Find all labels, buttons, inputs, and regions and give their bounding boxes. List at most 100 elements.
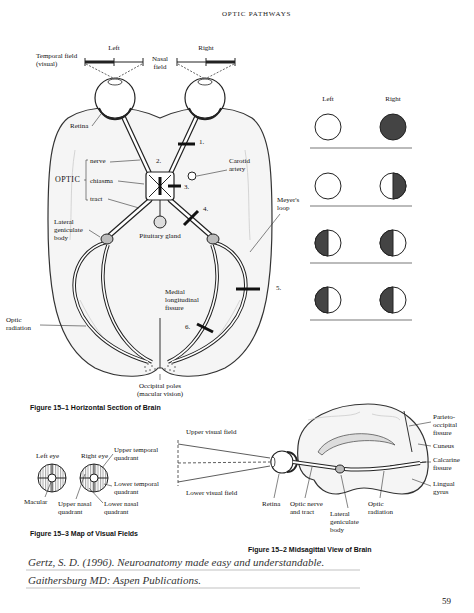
- leader-line: [418, 444, 431, 446]
- visual-field-bars: [205, 64, 234, 79]
- visual-field-map: [48, 474, 56, 482]
- leader-line: [409, 422, 431, 426]
- eyeball: [198, 79, 212, 85]
- field-defect-circles: [315, 173, 341, 199]
- optic-pathway-band: [344, 463, 420, 470]
- brain-structures: [147, 363, 149, 365]
- field-defect-circles: [315, 230, 328, 256]
- visual-field-rays: [178, 440, 270, 486]
- side-label: Right: [382, 95, 404, 103]
- quadrant-label: Macular: [24, 498, 47, 506]
- optic-pathway-band: [293, 462, 420, 470]
- optic-radiation-band: [74, 242, 148, 362]
- brain-structures: [167, 365, 169, 367]
- structure-label: Parieto-occipital fissure: [433, 413, 471, 437]
- optic-pathway-band: [293, 462, 336, 468]
- leader-line: [422, 462, 431, 463]
- midsagittal-brain: [271, 404, 428, 494]
- brain-structures: [169, 369, 171, 371]
- brain-structures: [174, 366, 176, 368]
- brain-structures: [154, 216, 166, 228]
- structure-label: Carotid artery: [229, 157, 265, 173]
- leader-line: [40, 114, 280, 380]
- brain-structures: [207, 234, 219, 244]
- structure-label: Optic nerve and tract: [290, 500, 324, 516]
- brain-structures: [171, 363, 173, 365]
- field-defect-circles: [315, 230, 341, 256]
- structure-label: Optic radiation: [6, 316, 42, 332]
- structure-label: Optic radiation: [368, 500, 408, 516]
- leader-line: [104, 484, 112, 486]
- visual-field-map: [38, 464, 66, 492]
- lesion-marker: [159, 177, 162, 195]
- field-defect-circles: [380, 114, 406, 140]
- brain-structures: [336, 465, 345, 473]
- leader-line: [84, 160, 88, 200]
- lesion-marker: [168, 185, 181, 188]
- handwritten-citation: Gertz, S. D. (1996). Neuroanatomy made e…: [28, 556, 324, 569]
- callout-number: 2.: [156, 157, 161, 165]
- structure-label: Medial longitudinal fissure: [165, 288, 209, 312]
- structure-label: chiasma: [90, 177, 113, 185]
- visual-field-map: [90, 474, 98, 482]
- running-header: OPTIC PATHWAYS: [222, 10, 291, 18]
- structure-label: Lingual gyrus: [433, 480, 471, 496]
- brain-structures: [151, 365, 153, 367]
- midsagittal-brain: [318, 434, 395, 455]
- structure-label: OPTIC: [55, 176, 80, 184]
- page-number: 59: [442, 596, 451, 606]
- midsagittal-brain: [298, 404, 429, 494]
- field-defect-circles: [310, 147, 412, 149]
- handwritten-citation: Gaithersburg MD: Aspen Publications.: [28, 574, 201, 587]
- structure-label: Calcarine fissure: [433, 456, 471, 472]
- leader-line: [380, 471, 384, 498]
- optic-pathway-band: [123, 116, 149, 172]
- visual-field-rays: [178, 466, 270, 482]
- optic-pathway-band: [170, 200, 210, 235]
- brain-structures: [149, 369, 151, 371]
- visual-field-bars: [115, 64, 142, 79]
- field-label: Upper visual field: [186, 428, 237, 436]
- midsagittal-brain: [271, 451, 293, 473]
- field-defect-circles: [315, 114, 341, 140]
- callout-number: 5.: [276, 284, 281, 292]
- field-defect-circles: [315, 287, 328, 313]
- visual-field-bars: [178, 64, 205, 79]
- brain-structures: [101, 234, 113, 244]
- optic-radiation-band: [103, 245, 152, 362]
- callout-number: 3.: [184, 183, 189, 191]
- eye-label: Left eye: [36, 452, 59, 460]
- optic-radiation-band: [74, 242, 148, 362]
- brain-structures: [144, 363, 176, 372]
- leader-line: [45, 482, 51, 497]
- field-defect-circles: [310, 114, 412, 320]
- lesion-marker: [236, 288, 260, 291]
- eyeball: [99, 108, 131, 119]
- structure-label: tract: [90, 195, 102, 203]
- field-defect-circles: [310, 262, 412, 264]
- leader-line: [40, 325, 86, 326]
- field-defect-circles: [315, 287, 341, 313]
- brain-structures: [144, 366, 146, 368]
- visual-field-bars: [235, 58, 236, 66]
- visual-field-bars: [114, 58, 115, 66]
- leader-line: [305, 467, 312, 498]
- brain-outline: [160, 318, 161, 368]
- leader-line: [197, 170, 227, 176]
- leader-line: [110, 160, 140, 162]
- leader-line: [118, 181, 144, 184]
- eye-label: Right eye: [81, 452, 108, 460]
- structure-label: Nasal field: [146, 55, 174, 71]
- eyeball: [189, 108, 221, 119]
- leader-line: [45, 454, 113, 503]
- brain-structures: [164, 368, 166, 370]
- structure-label: Cuneus: [433, 442, 454, 450]
- field-defect-circles: [380, 230, 406, 256]
- brain-outline: [48, 108, 272, 377]
- figure-caption: Figure 15–3 Map of Visual Fields: [30, 530, 138, 538]
- optic-chiasma: [149, 175, 171, 197]
- optic-pathway-band: [171, 116, 197, 172]
- structure-label: Lateral geniculate body: [330, 510, 374, 534]
- field-defect-circles: [310, 205, 412, 207]
